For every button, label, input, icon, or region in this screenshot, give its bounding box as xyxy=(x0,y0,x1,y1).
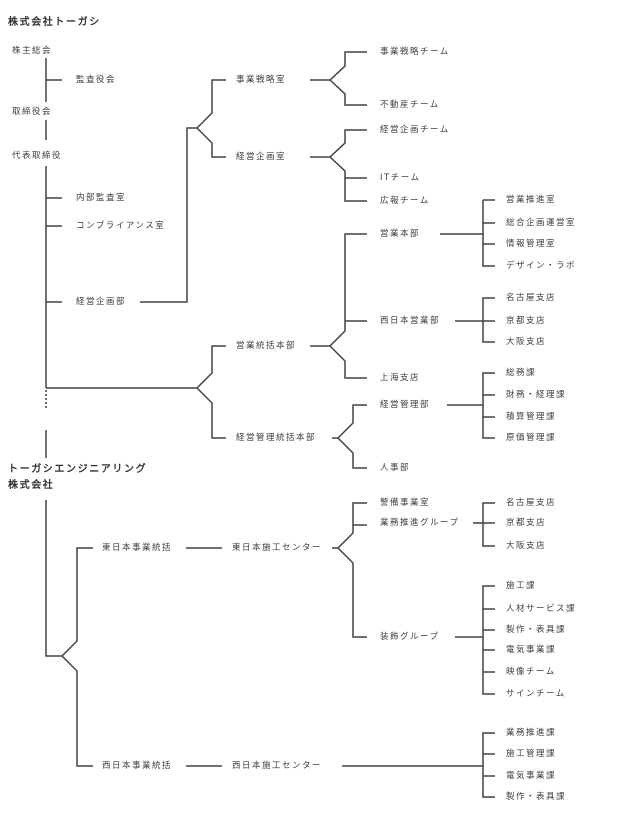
node-board: 取締役会 xyxy=(12,107,53,117)
node-real-estate-team: 不動産チーム xyxy=(380,100,440,110)
node-info-mgmt: 情報管理室 xyxy=(506,239,557,249)
node-construction-mgmt: 施工管理課 xyxy=(506,749,557,759)
node-osaka-branch-2: 大阪支店 xyxy=(506,541,547,551)
node-biz-promo: 業務推進課 xyxy=(506,728,557,738)
node-ceo: 代表取締役 xyxy=(12,151,63,161)
node-estimation: 積算管理課 xyxy=(506,412,557,422)
node-admin-div: 経営管理部 xyxy=(380,400,431,410)
node-electric: 電気事業課 xyxy=(506,645,557,655)
subsidiary-title-line2: 株式会社 xyxy=(8,480,55,491)
node-design-lab: デザイン・ラボ xyxy=(506,261,577,271)
node-planning-office: 経営企画室 xyxy=(236,152,287,162)
node-east-center: 東日本施工センター xyxy=(232,543,323,553)
node-shareholders-meeting: 株主総会 xyxy=(12,46,53,56)
node-cost: 原価管理課 xyxy=(506,433,557,443)
node-strategy-team: 事業戦略チーム xyxy=(380,47,450,57)
node-management-planning-div: 経営企画部 xyxy=(76,297,127,307)
node-west-group: 西日本事業統括 xyxy=(102,761,173,771)
node-planning-team: 経営企画チーム xyxy=(380,125,450,135)
node-hr: 人事部 xyxy=(380,463,411,473)
node-production-2: 製作・表具課 xyxy=(506,792,567,802)
node-sign-team: サインチーム xyxy=(506,689,566,699)
node-it-team: ITチーム xyxy=(380,173,421,183)
node-sales-promo: 営業推進室 xyxy=(506,195,557,205)
node-production: 製作・表具課 xyxy=(506,625,567,635)
node-sales-hq: 営業本部 xyxy=(380,229,421,239)
node-pr-team: 広報チーム xyxy=(380,196,430,206)
node-west-center: 西日本施工センター xyxy=(232,761,323,771)
node-interior-group: 装飾グループ xyxy=(380,632,440,642)
node-kyoto-branch: 京都支店 xyxy=(506,316,547,326)
node-west-sales: 西日本営業部 xyxy=(380,316,441,326)
node-hr-service: 人材サービス課 xyxy=(506,604,577,614)
node-auditor: 監査役会 xyxy=(76,75,117,85)
node-shanghai-branch: 上海支店 xyxy=(380,373,421,383)
node-video-team: 映像チーム xyxy=(506,667,556,677)
node-general-planning: 総合企画運営室 xyxy=(506,218,577,228)
node-east-group: 東日本事業統括 xyxy=(102,543,173,553)
node-admin-hq: 経営管理統括本部 xyxy=(236,433,317,443)
node-sales-hq-group: 営業統括本部 xyxy=(236,341,297,351)
node-finance: 財務・経理課 xyxy=(506,390,567,400)
node-strategy-office: 事業戦略室 xyxy=(236,75,287,85)
node-internal-audit: 内部監査室 xyxy=(76,193,127,203)
node-compliance: コンプライアンス室 xyxy=(76,221,166,231)
node-osaka-branch: 大阪支店 xyxy=(506,337,547,347)
node-general-affairs: 総務課 xyxy=(506,368,537,378)
company-title: 株式会社トーガシ xyxy=(8,17,101,28)
subsidiary-title-line1: トーガシエンジニアリング xyxy=(8,464,148,475)
node-security: 警備事業室 xyxy=(380,498,431,508)
node-nagoya-branch: 名古屋支店 xyxy=(506,293,557,303)
node-construction: 施工課 xyxy=(506,581,537,591)
node-nagoya-branch-2: 名古屋支店 xyxy=(506,498,557,508)
node-biz-promo-group: 業務推進グループ xyxy=(380,518,460,528)
node-kyoto-branch-2: 京都支店 xyxy=(506,518,547,528)
node-electric-2: 電気事業課 xyxy=(506,771,557,781)
